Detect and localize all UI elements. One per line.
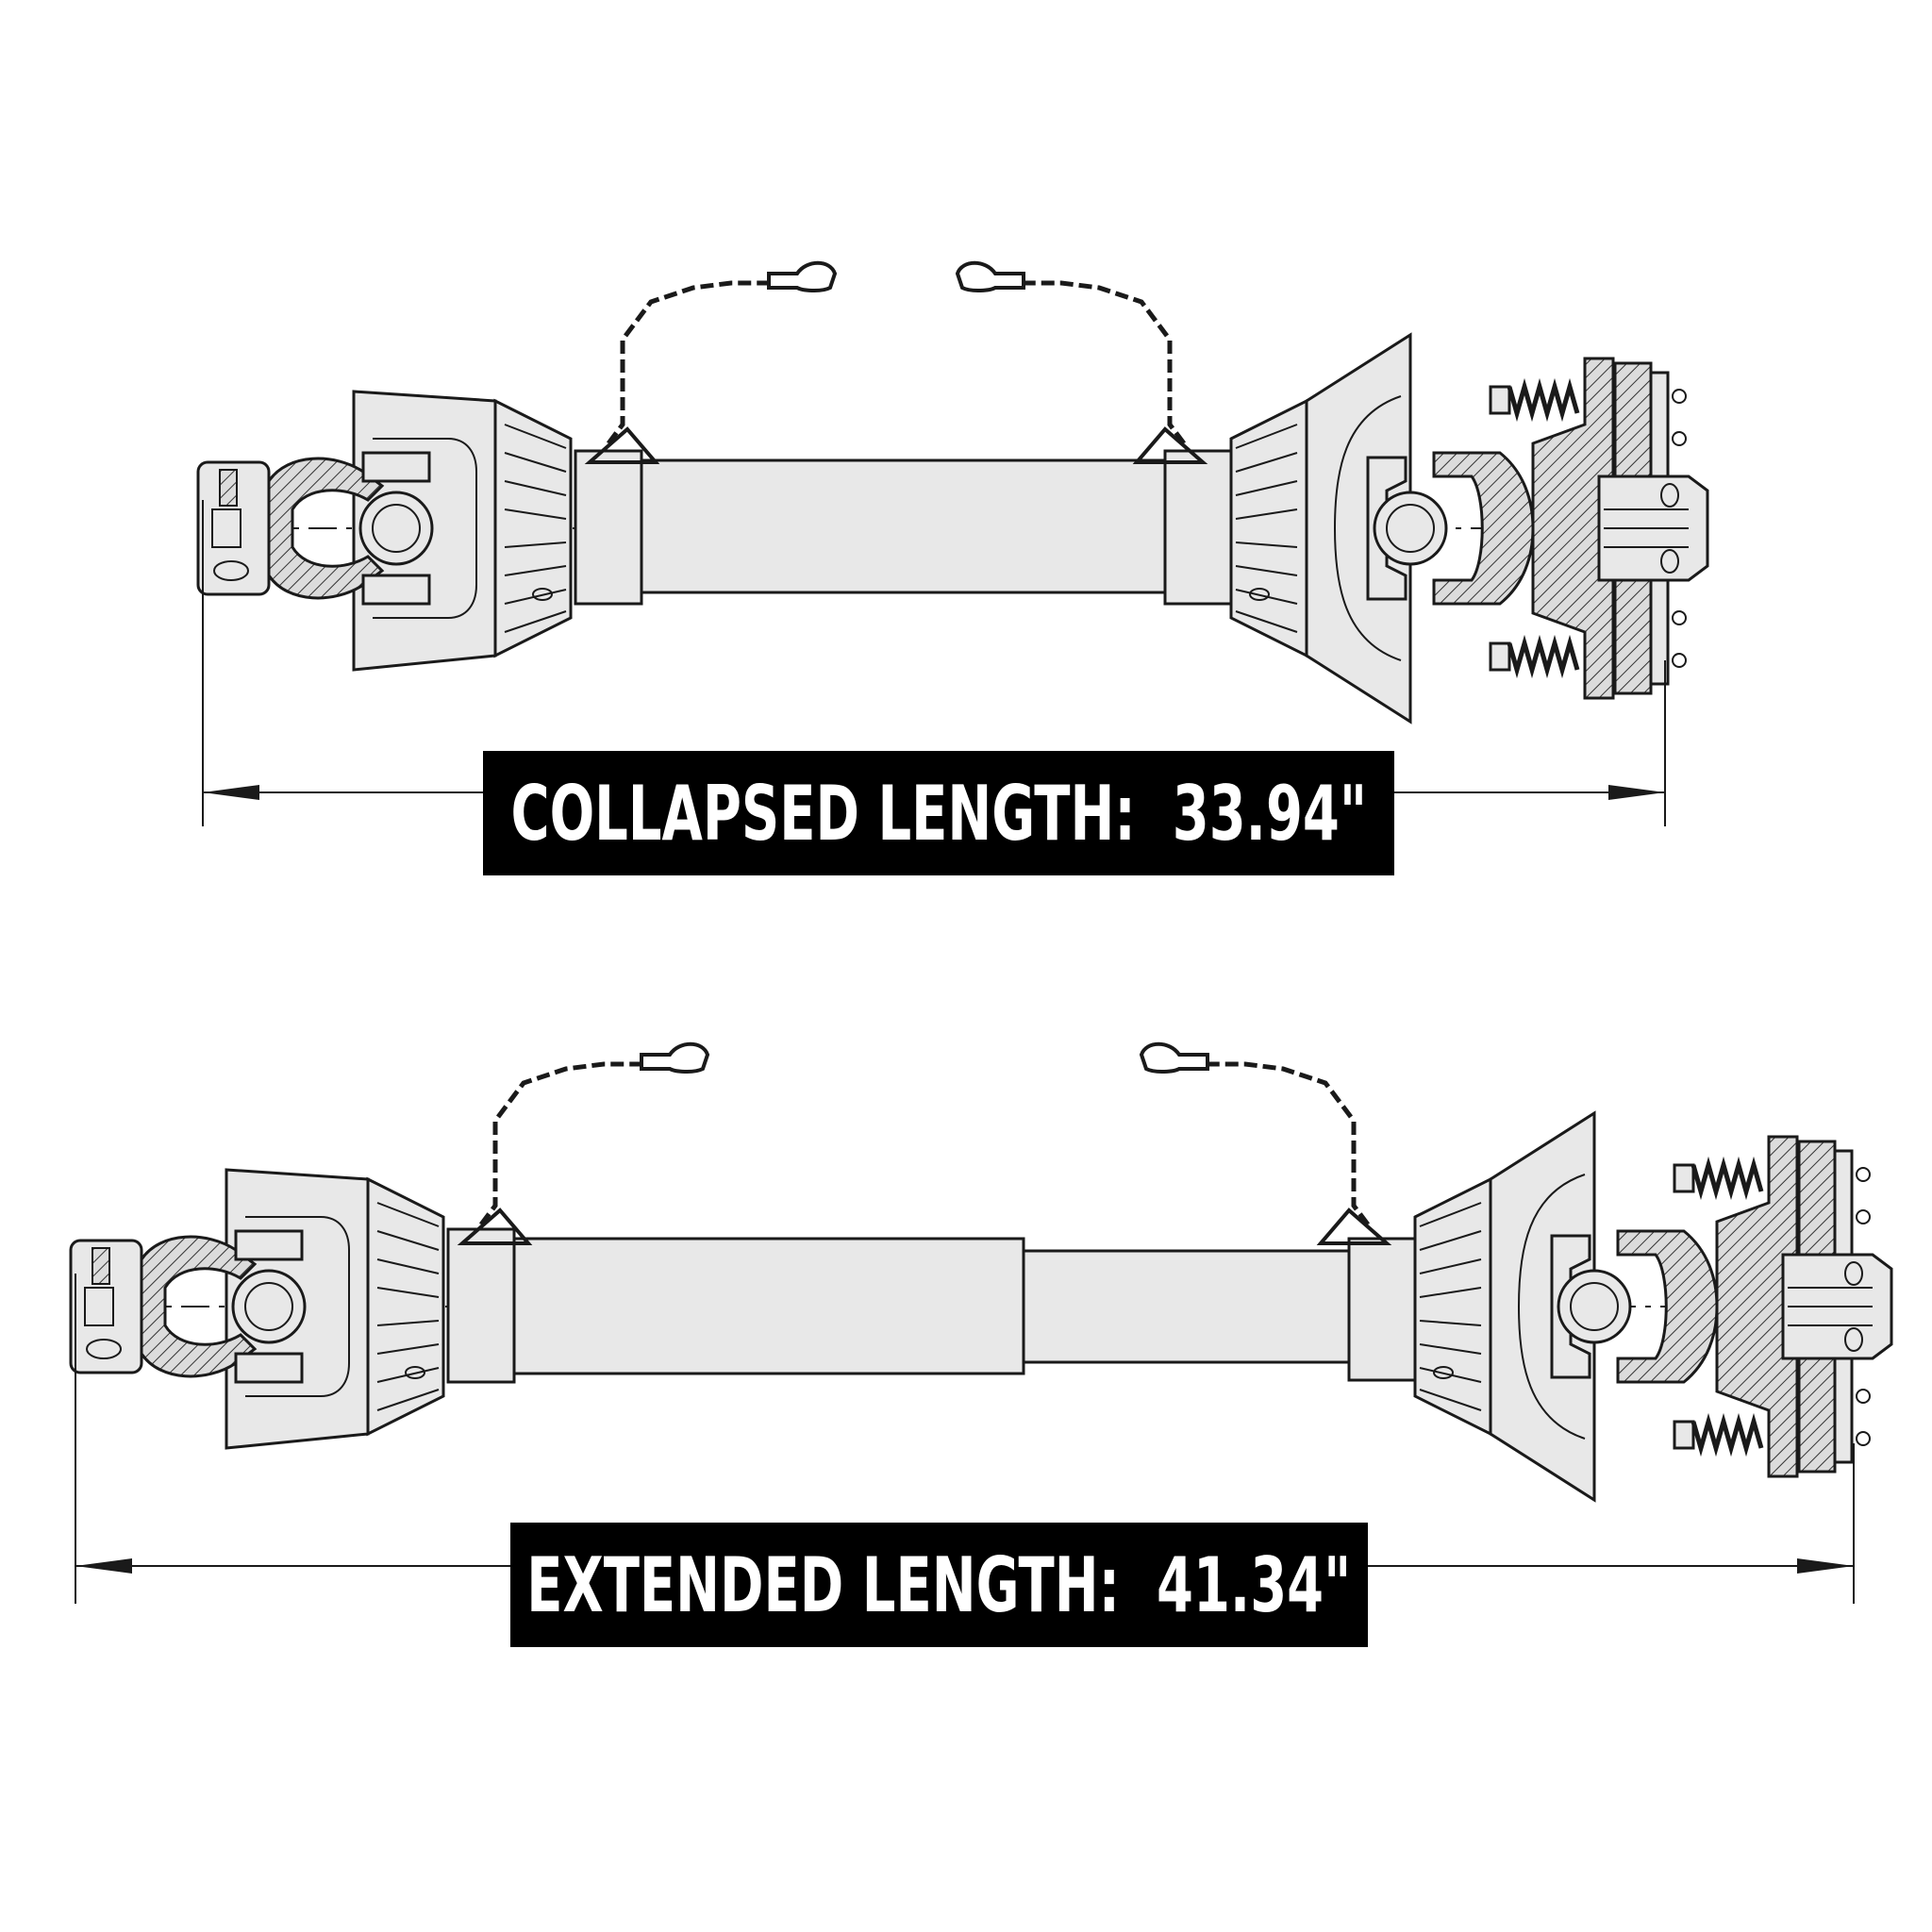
collapsed-length-label: COLLAPSED LENGTH: 33.94"	[483, 751, 1394, 875]
collapsed-length-caption: COLLAPSED LENGTH:	[510, 769, 1136, 858]
collapsed-outer-tube-collar	[574, 449, 643, 606]
extended-length-caption: EXTENDED LENGTH:	[526, 1541, 1121, 1629]
extended-pto-shaft	[69, 1044, 1891, 1502]
collapsed-inner-tube-collar	[1163, 449, 1233, 606]
extended-outer-tube-collar	[446, 1227, 516, 1384]
extended-inner-tube-collar	[1347, 1237, 1417, 1382]
collapsed-length-value: 33.94"	[1172, 769, 1367, 858]
collapsed-length-text: COLLAPSED LENGTH: 33.94"	[510, 770, 1367, 858]
extended-length-label: EXTENDED LENGTH: 41.34"	[510, 1523, 1368, 1647]
extended-inner-tube	[1022, 1249, 1351, 1364]
extended-outer-tube	[512, 1237, 1025, 1375]
collapsed-pto-shaft	[196, 263, 1707, 724]
extended-length-value: 41.34"	[1157, 1541, 1352, 1629]
collapsed-tube	[640, 458, 1167, 594]
extended-length-text: EXTENDED LENGTH: 41.34"	[526, 1541, 1351, 1629]
